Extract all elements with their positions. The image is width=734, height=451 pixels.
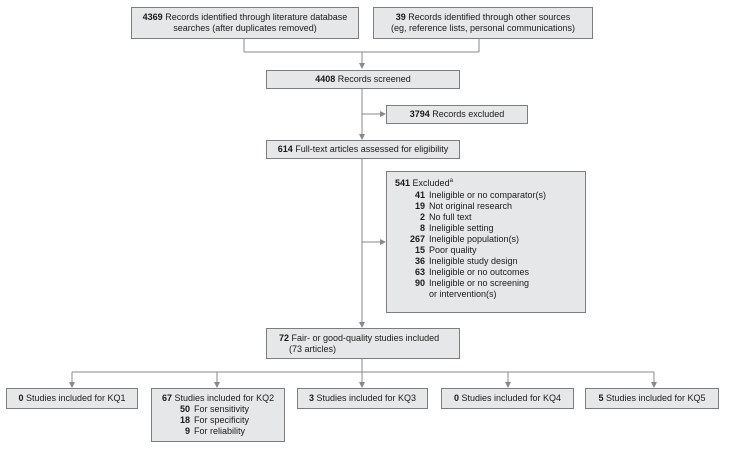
kq2-breakdown-count: 50 xyxy=(179,404,190,414)
kq3-box: 3 Studies included for KQ3 xyxy=(297,388,428,409)
records-excluded-label: Records excluded xyxy=(432,109,505,119)
kq3-label: Studies included for KQ3 xyxy=(316,393,417,403)
records-excluded-count: 3794 xyxy=(409,109,430,119)
included-studies-box: 72 Fair- or good-quality studies include… xyxy=(266,328,460,359)
records-other-count: 39 xyxy=(395,12,406,22)
kq4-box: 0 Studies included for KQ4 xyxy=(441,388,574,409)
excluded-footnote-mark: a xyxy=(449,178,453,184)
records-database-box: 4369 Records identified through literatu… xyxy=(131,7,359,39)
fulltext-assessed-count: 614 xyxy=(277,144,293,154)
excluded-reason-count: 63 xyxy=(414,267,425,277)
fulltext-assessed-label: Full-text articles assessed for eligibil… xyxy=(295,144,449,154)
fulltext-assessed-box: 614 Full-text articles assessed for elig… xyxy=(266,140,460,159)
excluded-reasons-list: 41 Ineligible or no comparator(s) 19 Not or… xyxy=(395,190,585,300)
kq5-count: 5 xyxy=(598,393,604,403)
excluded-reason-count: 267 xyxy=(409,234,425,244)
records-screened-box: 4408 Records screened xyxy=(266,70,460,89)
kq3-count: 3 xyxy=(308,393,314,403)
excluded-reason-label: Not original research xyxy=(429,201,513,211)
kq5-label: Studies included for KQ5 xyxy=(605,393,706,403)
records-screened-count: 4408 xyxy=(315,74,336,84)
excluded-reason-count: 19 xyxy=(414,201,425,211)
excluded-reason-label: Ineligible population(s) xyxy=(429,234,520,244)
kq2-breakdown-label: For sensitivity xyxy=(194,404,250,414)
records-excluded-box: 3794 Records excluded xyxy=(386,105,528,124)
records-database-line1: Records identified through literature da… xyxy=(165,12,348,22)
excluded-reason-label: Ineligible or no screening xyxy=(429,278,530,288)
excluded-reason-item: 8 Ineligible setting xyxy=(395,223,585,234)
excluded-total-label: Excluded xyxy=(412,178,450,188)
kq2-breakdown-label: For specificity xyxy=(194,415,250,425)
excluded-reason-count: 2 xyxy=(419,212,425,222)
excluded-reason-count: 90 xyxy=(414,278,425,288)
records-other-box: 39 Records identified through other sour… xyxy=(373,7,593,39)
excluded-reason-label: Poor quality xyxy=(429,245,477,255)
excluded-total-count: 541 xyxy=(395,178,411,188)
records-screened-label: Records screened xyxy=(337,74,411,84)
excluded-reason-item: 90 Ineligible or no screening xyxy=(395,278,585,289)
spacer xyxy=(395,289,429,300)
kq2-breakdown-count: 18 xyxy=(179,415,190,425)
kq2-breakdown-label: For reliability xyxy=(194,426,246,436)
excluded-reason-label: Ineligible setting xyxy=(429,223,494,233)
kq1-label: Studies included for KQ1 xyxy=(25,393,126,403)
excluded-reason-count: 15 xyxy=(414,245,425,255)
included-studies-line1: Fair- or good-quality studies included xyxy=(291,332,440,343)
records-database-line2: searches (after duplicates removed) xyxy=(173,23,317,33)
excluded-reason-item: 19 Not original research xyxy=(395,201,585,212)
records-other-line1: Records identified through other sources xyxy=(408,12,571,22)
excluded-reason-label: Ineligible study design xyxy=(429,256,518,266)
excluded-reason-label-continued: or intervention(s) xyxy=(429,289,497,299)
kq2-count: 67 xyxy=(162,393,173,403)
kq2-box: 67 Studies included for KQ2 50 For sensit… xyxy=(151,388,285,442)
kq2-label: Studies included for KQ2 xyxy=(174,393,275,403)
excluded-reason-item-continued: or intervention(s) xyxy=(395,289,585,300)
included-studies-count: 72 xyxy=(279,332,290,343)
excluded-reason-item: 2 No full text xyxy=(395,212,585,223)
records-other-line2: (eg, reference lists, personal communica… xyxy=(390,23,576,33)
excluded-reason-item: 63 Ineligible or no outcomes xyxy=(395,267,585,278)
kq1-box: 0 Studies included for KQ1 xyxy=(6,388,138,409)
excluded-reason-item: 15 Poor quality xyxy=(395,245,585,256)
included-studies-line2: (73 articles) xyxy=(289,343,337,354)
excluded-reason-item: 36 Ineligible study design xyxy=(395,256,585,267)
excluded-reason-label: Ineligible or no comparator(s) xyxy=(429,190,547,200)
excluded-reason-label: Ineligible or no outcomes xyxy=(429,267,530,277)
kq2-breakdown-count: 9 xyxy=(184,426,190,436)
kq2-breakdown-item: 50 For sensitivity xyxy=(162,404,284,415)
excluded-reason-item: 267 Ineligible population(s) xyxy=(395,234,585,245)
excluded-reason-label: No full text xyxy=(429,212,472,222)
kq5-box: 5 Studies included for KQ5 xyxy=(585,388,719,409)
records-database-count: 4369 xyxy=(142,12,163,22)
excluded-reason-item: 41 Ineligible or no comparator(s) xyxy=(395,190,585,201)
kq2-breakdown-list: 50 For sensitivity 18 For specificity 9 For r… xyxy=(162,404,284,437)
kq1-count: 0 xyxy=(18,393,24,403)
kq2-breakdown-item: 9 For reliability xyxy=(162,426,284,437)
kq4-count: 0 xyxy=(453,393,459,403)
excluded-reason-count: 36 xyxy=(414,256,425,266)
kq2-breakdown-item: 18 For specificity xyxy=(162,415,284,426)
excluded-reason-count: 41 xyxy=(414,190,425,200)
excluded-reason-count: 8 xyxy=(419,223,425,233)
kq4-label: Studies included for KQ4 xyxy=(461,393,562,403)
